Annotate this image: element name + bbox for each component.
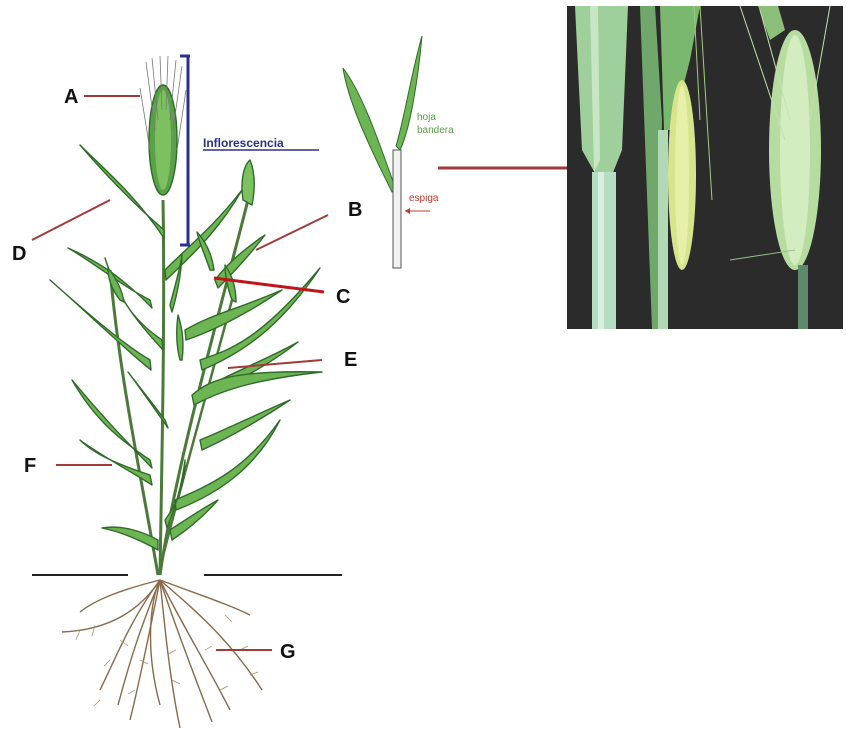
label-c: C [336, 286, 350, 308]
label-d: D [12, 243, 26, 265]
leader-line-d [32, 200, 110, 240]
wheat-photo-inset [567, 6, 843, 329]
flag-leaf-label-line2: bandera [417, 125, 454, 136]
leader-line-e [228, 360, 322, 368]
root-hairs [76, 615, 258, 706]
wheat-plant [50, 56, 322, 575]
label-b: B [348, 199, 362, 221]
label-f: F [24, 455, 36, 477]
flag-leaf-diagram: hoja bandera espiga [343, 36, 454, 268]
label-e: E [344, 349, 357, 371]
flag-leaf-label-line1: hoja [417, 112, 436, 123]
leader-line-b [256, 215, 328, 250]
label-g: G [280, 641, 296, 663]
spike-label: espiga [409, 193, 439, 204]
label-a: A [64, 86, 78, 108]
roots [62, 580, 262, 728]
inflorescence-label: Inflorescencia [203, 136, 284, 150]
flag-leaf-label: hoja bandera [417, 112, 454, 136]
